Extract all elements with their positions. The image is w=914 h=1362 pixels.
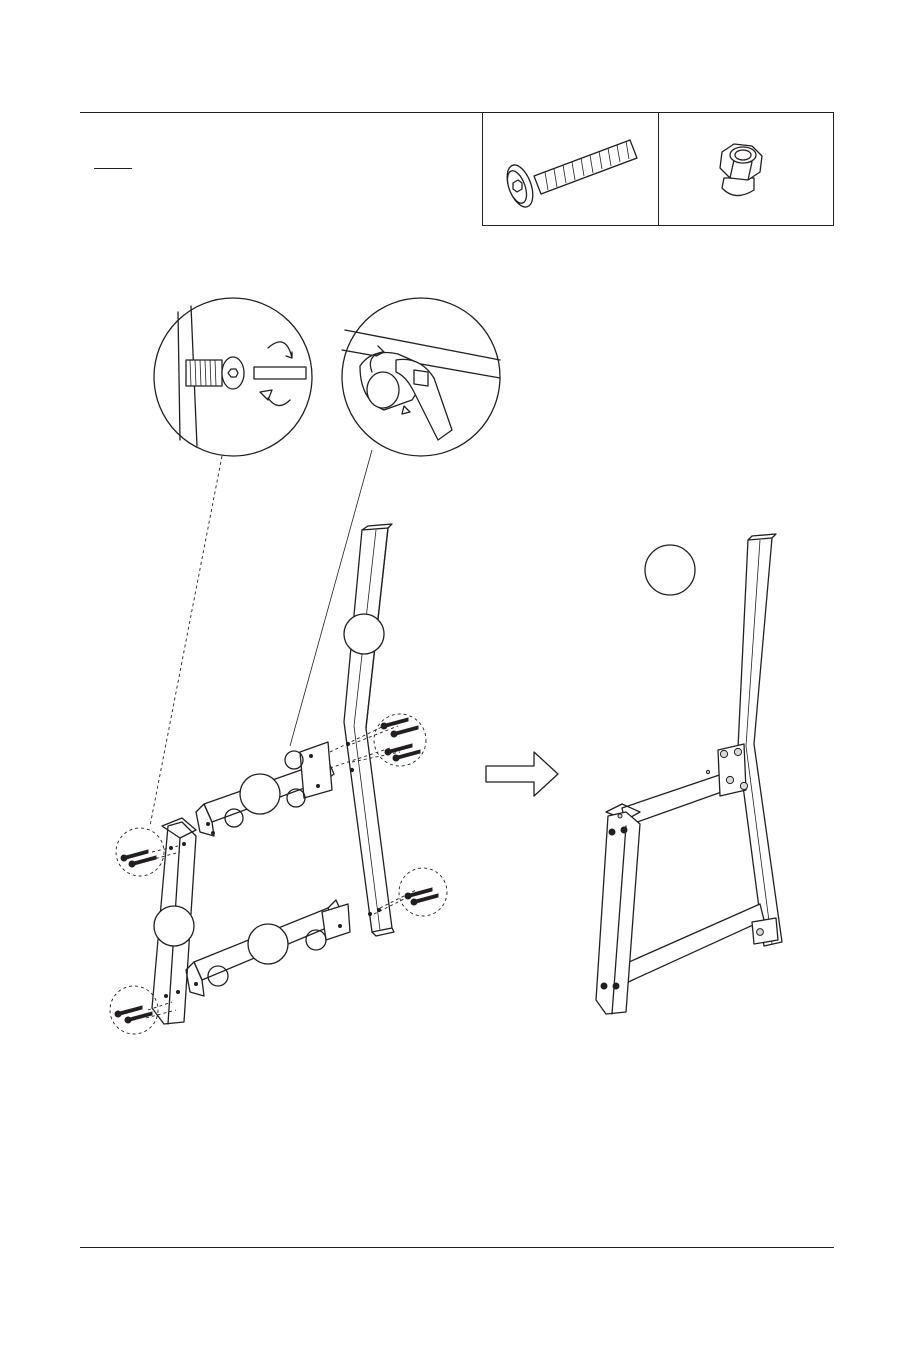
footer-rule (80, 1247, 834, 1248)
hex-socket-bolt-icon (502, 140, 637, 210)
assembled-leg-frame (596, 534, 782, 1014)
leg-right-callout (344, 614, 384, 654)
detail-leader-left (150, 456, 222, 826)
detail-wrench-view (342, 298, 500, 456)
assembled-frame-callout (645, 545, 695, 595)
result-arrow-icon (486, 752, 558, 796)
upper-rail-callout (240, 774, 280, 814)
lower-rail-callout (248, 924, 288, 964)
exploded-right-leg (344, 524, 394, 936)
detail-hex-key-view (154, 298, 312, 456)
cap-nut-icon (720, 144, 762, 196)
leg-left-callout (154, 906, 194, 946)
